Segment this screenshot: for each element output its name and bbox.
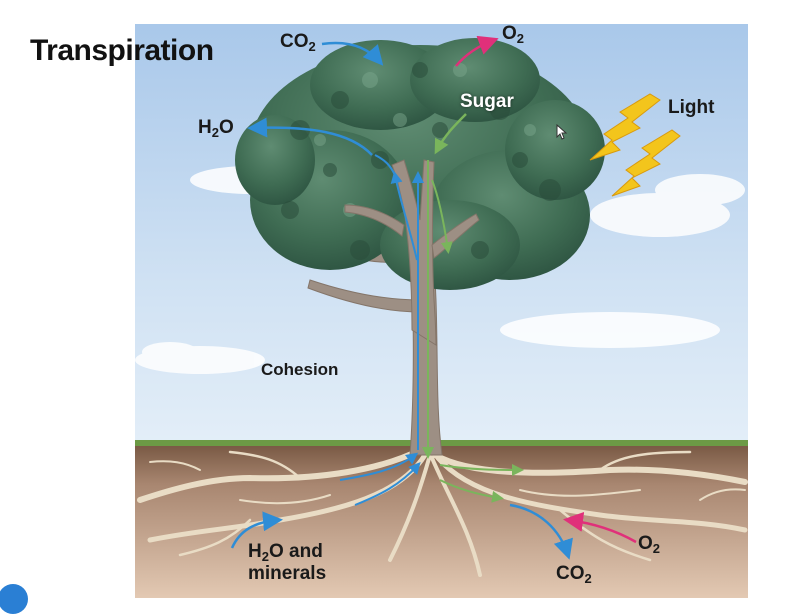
slide-title: Transpiration — [30, 34, 214, 67]
o2-soil-label: O2 — [638, 533, 661, 556]
soil-co2-arrow — [509, 503, 573, 560]
xylem-arrows — [339, 154, 424, 506]
transpiration-illustration — [135, 24, 748, 598]
o2-top-label: O2 — [502, 23, 525, 46]
soil-o2-arrow — [563, 511, 637, 544]
light-label: Light — [668, 97, 715, 118]
cohesion-label: Cohesion — [261, 360, 339, 379]
co2-in-arrow — [321, 41, 384, 66]
sugar-arrow — [434, 113, 467, 155]
foliage-texture — [281, 62, 561, 260]
h2o-minerals-label: H2O and minerals — [248, 541, 327, 584]
lightning-icon — [589, 93, 681, 197]
h2o-out-arrow — [247, 117, 373, 156]
o2-out-arrow — [455, 35, 499, 67]
soil-water-arrow — [230, 511, 283, 549]
phloem-arrows — [422, 160, 524, 503]
grass-line — [135, 440, 748, 446]
foliage-highlights — [314, 63, 536, 217]
mouse-cursor-icon — [556, 124, 568, 140]
co2-soil-label: CO2 — [556, 563, 592, 586]
h2o-left-label: H2O — [198, 117, 234, 140]
presenter-dot-icon[interactable] — [0, 584, 28, 614]
co2-top-label: CO2 — [280, 31, 316, 54]
roots — [137, 447, 748, 577]
sugar-label: Sugar — [460, 91, 514, 112]
